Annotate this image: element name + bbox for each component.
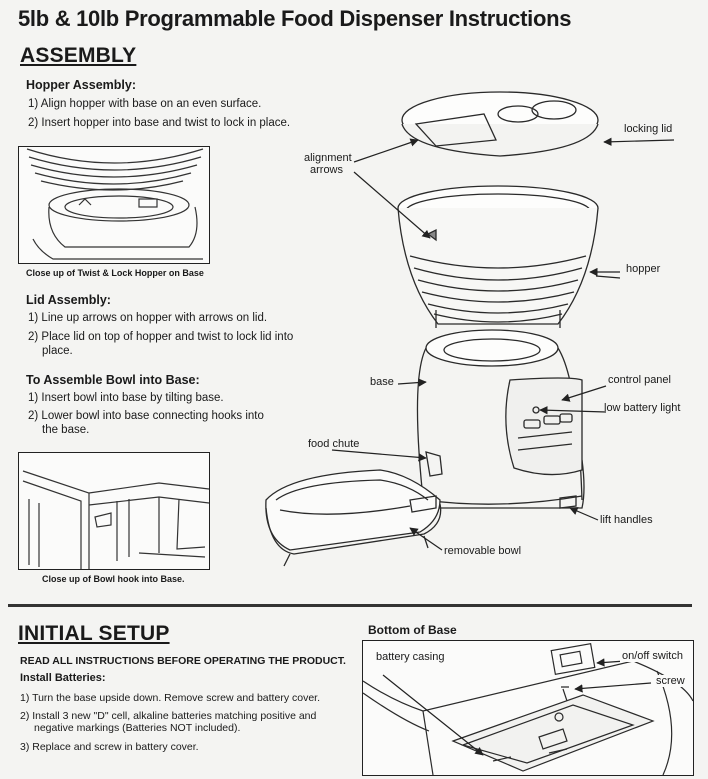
lid-assembly-heading: Lid Assembly: <box>26 293 111 307</box>
bottom-of-base-heading: Bottom of Base <box>368 623 457 637</box>
bowl-closeup-image <box>18 452 210 570</box>
hopper-step-1: 1) Align hopper with base on an even sur… <box>28 98 262 110</box>
hopper-step-2: 2) Insert hopper into base and twist to … <box>28 117 291 129</box>
label-alignment-arrows-line2: arrows <box>310 164 344 176</box>
warning-text: READ ALL INSTRUCTIONS BEFORE OPERATING T… <box>20 655 346 667</box>
label-removable-bowl: removable bowl <box>444 545 522 557</box>
label-food-chute: food chute <box>308 438 360 450</box>
label-low-battery-light: low battery light <box>604 402 681 414</box>
install-batteries-heading: Install Batteries: <box>20 672 106 684</box>
hopper-closeup-caption: Close up of Twist & Lock Hopper on Base <box>26 268 204 278</box>
dispenser-exploded-diagram <box>260 80 700 580</box>
initial-setup-heading: INITIAL SETUP <box>18 622 170 645</box>
hopper-closeup-image <box>18 146 210 264</box>
label-base: base <box>370 376 394 388</box>
label-lift-handles: lift handles <box>600 514 653 526</box>
bowl-assembly-heading: To Assemble Bowl into Base: <box>26 373 200 387</box>
label-locking-lid: locking lid <box>624 123 673 135</box>
label-control-panel: control panel <box>608 374 671 386</box>
section-divider <box>8 604 692 607</box>
bowl-step-2: 2) Lower bowl into base connecting hooks… <box>28 410 264 436</box>
label-battery-casing: battery casing <box>374 651 447 663</box>
label-on-off-switch: on/off switch <box>620 650 685 662</box>
assembly-heading: ASSEMBLY <box>20 44 137 67</box>
battery-step-2: 2) Install 3 new "D" cell, alkaline batt… <box>20 710 317 734</box>
lid-step-2: 2) Place lid on top of hopper and twist … <box>28 331 294 357</box>
page-title: 5lb & 10lb Programmable Food Dispenser I… <box>18 6 572 31</box>
lid-step-1: 1) Line up arrows on hopper with arrows … <box>28 312 268 324</box>
label-hopper: hopper <box>626 263 661 275</box>
bowl-closeup-caption: Close up of Bowl hook into Base. <box>42 574 185 584</box>
bowl-step-1: 1) Insert bowl into base by tilting base… <box>28 392 224 404</box>
battery-step-3: 3) Replace and screw in battery cover. <box>20 741 199 753</box>
battery-step-1: 1) Turn the base upside down. Remove scr… <box>20 692 320 704</box>
hopper-assembly-heading: Hopper Assembly: <box>26 78 136 92</box>
label-screw: screw <box>654 675 687 687</box>
label-alignment-arrows-line1: alignment <box>304 152 352 164</box>
